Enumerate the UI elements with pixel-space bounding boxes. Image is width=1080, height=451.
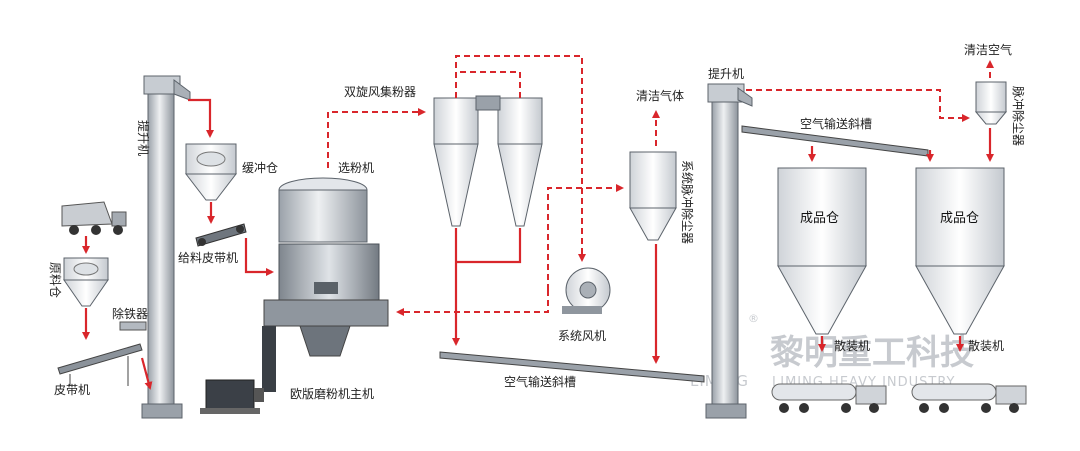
clean-gas-label: 清洁气体 — [636, 88, 684, 103]
elevator-right-label: 提升机 — [708, 66, 744, 81]
bulk-loader-2-label: 散装机 — [968, 338, 1004, 353]
raw-bin-label: 原料仓 — [48, 262, 62, 298]
product-bin-1-label: 成品仓 — [800, 211, 839, 226]
bucket-elevator-left — [141, 75, 191, 419]
belt-conveyor-label: 皮带机 — [54, 383, 90, 397]
pulse-collector-label: 系统脉冲除尘器 — [680, 160, 695, 244]
tanker-truck-icon — [771, 383, 887, 413]
iron-remover — [119, 321, 147, 331]
feeder-belt — [195, 223, 247, 247]
air-slide-bottom — [439, 351, 705, 383]
feeder-belt-label: 给料皮带机 — [178, 251, 238, 265]
elevator-left-label: 提升机 — [136, 120, 151, 156]
pulse-filter-small — [974, 81, 1008, 125]
main-mill — [262, 177, 389, 392]
system-fan-label: 系统风机 — [558, 329, 606, 343]
product-bin-1 — [777, 167, 867, 335]
bucket-elevator-right — [705, 83, 753, 419]
twin-cyclone-collector — [433, 95, 543, 227]
belt-conveyor — [57, 343, 143, 386]
system-fan — [562, 267, 611, 314]
buffer-bin-label: 缓冲仓 — [242, 160, 278, 175]
watermark-brand-cn: 黎明重工科技 — [770, 333, 974, 373]
buffer-bin — [184, 143, 238, 201]
classifier-label: 选粉机 — [338, 161, 374, 175]
bulk-loader-1-label: 散装机 — [834, 338, 870, 353]
clean-air-label: 清洁空气 — [964, 42, 1012, 57]
airflow-lines — [327, 55, 994, 316]
watermark-registered: ® — [748, 312, 760, 325]
product-bin-2 — [915, 167, 1005, 335]
dump-truck-icon — [61, 201, 127, 235]
flow-lines — [82, 98, 994, 390]
air-slide-top-label: 空气输送斜槽 — [800, 116, 872, 131]
main-mill-label: 欧版磨粉机主机 — [290, 387, 374, 401]
product-bin-2-label: 成品仓 — [940, 211, 979, 226]
pulse-filter-small-label: 脉冲除尘器 — [1011, 86, 1026, 146]
air-slide-bottom-label: 空气输送斜槽 — [504, 374, 576, 389]
mill-motor — [200, 379, 264, 414]
iron-remover-label: 除铁器 — [112, 306, 148, 321]
pulse-dust-collector — [629, 151, 677, 241]
raw-material-bin — [63, 257, 109, 307]
tanker-truck-icon — [911, 383, 1027, 413]
twin-cyclone-label: 双旋风集粉器 — [344, 84, 416, 99]
